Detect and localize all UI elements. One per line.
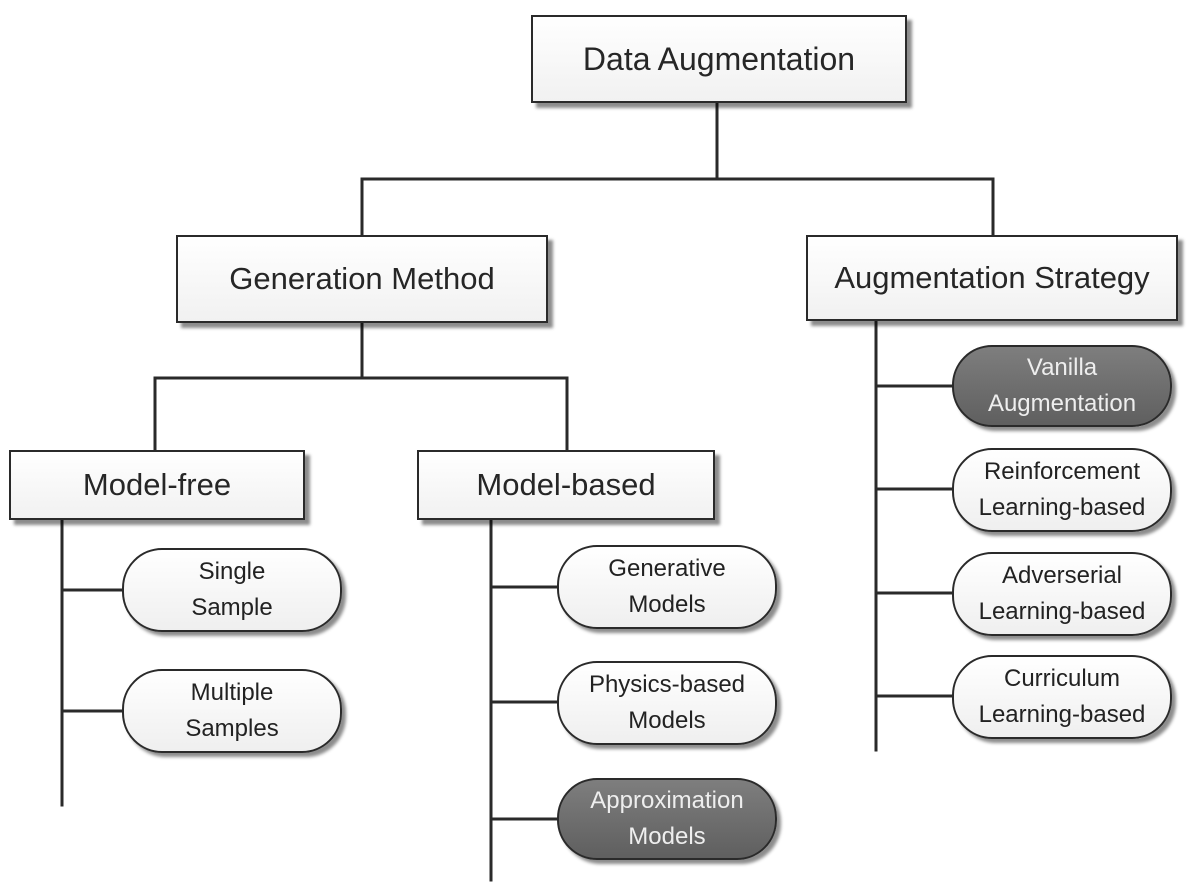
augmentation-strategy-node: Augmentation Strategy	[806, 235, 1178, 321]
leaf-line: Learning-based	[978, 598, 1146, 625]
leaf-reinforcement-learning: Reinforcement Learning-based	[952, 448, 1172, 532]
leaf-line: Multiple	[190, 679, 274, 706]
leaf-line: Samples	[185, 715, 279, 742]
leaf-line: Physics-based	[588, 671, 746, 698]
leaf-line: Augmentation	[987, 390, 1137, 417]
leaf-adverserial-learning: Adverserial Learning-based	[952, 552, 1172, 636]
leaf-line: Models	[628, 591, 706, 618]
leaf-line: Curriculum	[1003, 665, 1120, 692]
leaf-line: Reinforcement	[983, 458, 1141, 485]
model-based-label: Model-based	[476, 467, 656, 502]
model-free-label: Model-free	[82, 467, 232, 502]
leaf-single-sample: Single Sample	[122, 548, 342, 632]
leaf-line: Adverserial	[1001, 562, 1123, 589]
root-label: Data Augmentation	[582, 40, 856, 77]
leaf-vanilla-augmentation: Vanilla Augmentation	[952, 345, 1172, 427]
leaf-approximation-models: Approximation Models	[557, 778, 777, 860]
augmentation-strategy-label: Augmentation Strategy	[834, 260, 1150, 295]
leaf-line: Models	[628, 823, 706, 850]
leaf-physics-based-models: Physics-based Models	[557, 661, 777, 745]
model-based-node: Model-based	[417, 450, 715, 520]
leaf-line: Approximation	[590, 787, 744, 814]
leaf-line: Generative	[608, 555, 726, 582]
model-free-node: Model-free	[9, 450, 305, 520]
leaf-curriculum-learning: Curriculum Learning-based	[952, 655, 1172, 739]
leaf-line: Sample	[191, 594, 273, 621]
leaf-multiple-samples: Multiple Samples	[122, 669, 342, 753]
leaf-line: Models	[628, 707, 706, 734]
leaf-generative-models: Generative Models	[557, 545, 777, 629]
leaf-line: Vanilla	[1026, 354, 1098, 381]
generation-method-label: Generation Method	[229, 261, 495, 296]
leaf-line: Learning-based	[978, 701, 1146, 728]
generation-method-node: Generation Method	[176, 235, 548, 323]
root-node: Data Augmentation	[531, 15, 907, 103]
leaf-line: Single	[198, 558, 266, 585]
leaf-line: Learning-based	[978, 494, 1146, 521]
